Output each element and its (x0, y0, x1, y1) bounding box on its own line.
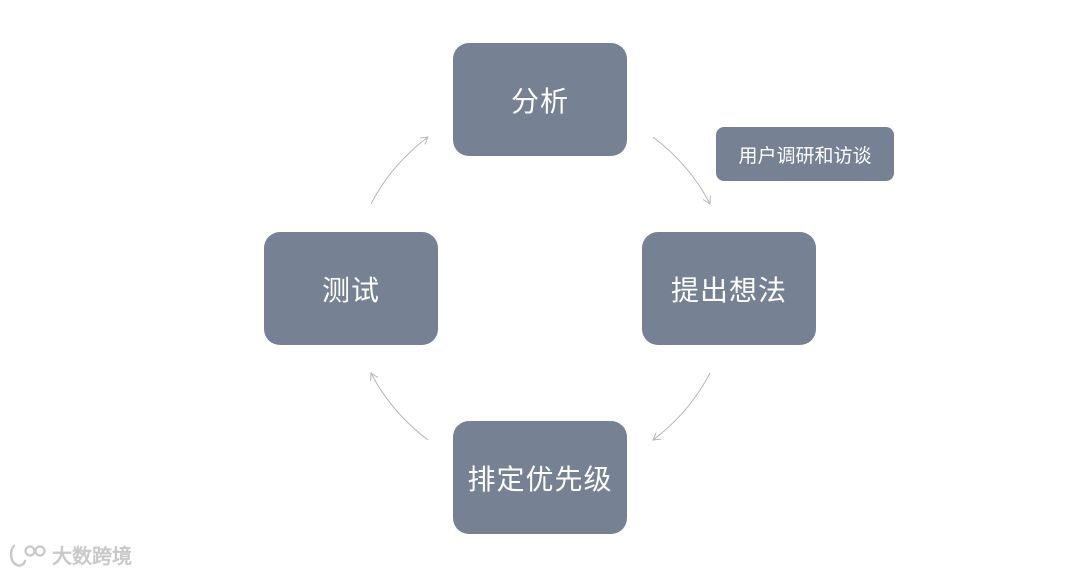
node-propose-ideas-label: 提出想法 (670, 273, 787, 307)
callout-user-research-label: 用户调研和访谈 (738, 144, 872, 167)
node-test-label: 测试 (321, 273, 380, 307)
arrow-analyze-to-ideas (652, 136, 711, 205)
node-prioritize-label: 排定优先级 (467, 462, 613, 496)
watermark-text: 大数跨境 (52, 544, 132, 568)
arrow-ideas-to-priority (652, 372, 711, 441)
arrow-test-to-analyze (370, 136, 429, 205)
node-analyze-label: 分析 (510, 84, 569, 118)
watermark-logo-icon (9, 544, 46, 567)
node-test: 测试 (264, 232, 438, 345)
watermark: 大数跨境 (8, 540, 132, 569)
callout-user-research: 用户调研和访谈 (716, 127, 894, 181)
node-analyze: 分析 (453, 43, 627, 156)
arrow-priority-to-test (370, 372, 429, 441)
node-prioritize: 排定优先级 (453, 421, 627, 534)
node-propose-ideas: 提出想法 (642, 232, 816, 345)
